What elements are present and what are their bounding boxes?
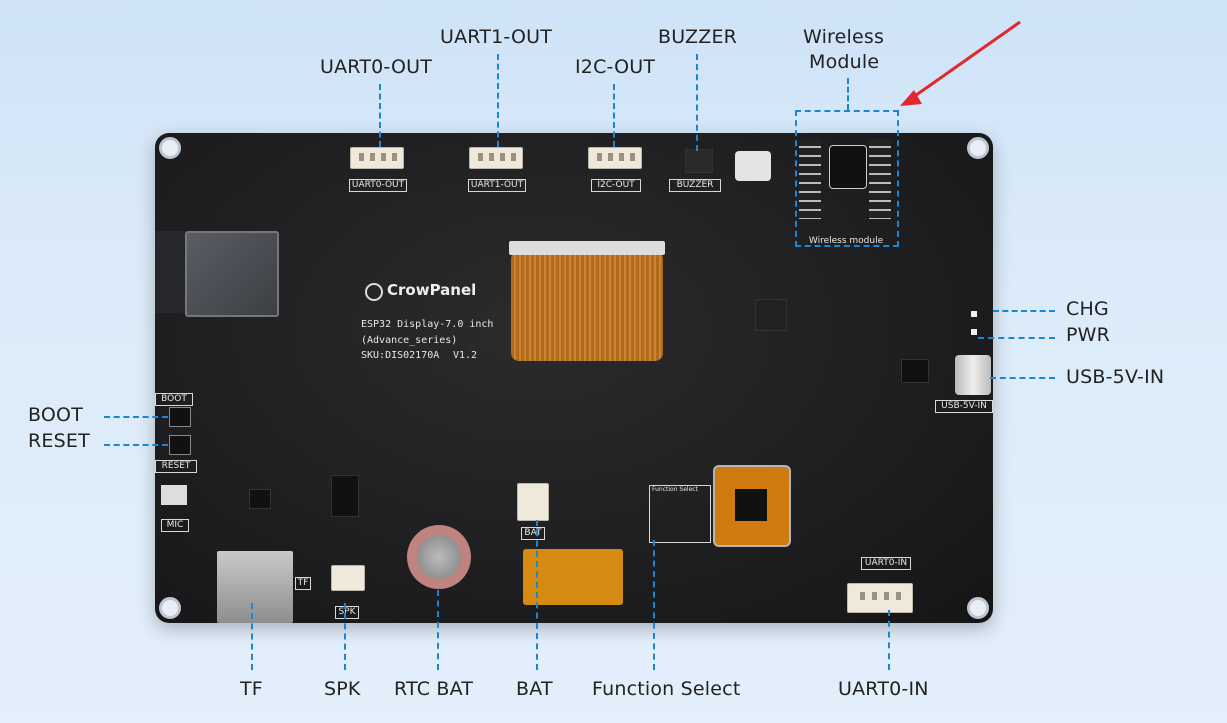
leader-wireless [847, 78, 849, 110]
mounting-hole [159, 137, 181, 159]
mounting-hole [159, 597, 181, 619]
leader-i2c-out [613, 84, 615, 147]
leader-chg [993, 310, 1055, 312]
ic-chip [331, 475, 359, 517]
label-usb: USB-5V-IN [1066, 366, 1165, 388]
silk-boot: BOOT [155, 393, 193, 406]
board-version: V1.2 [453, 350, 478, 361]
leader-reset [104, 444, 168, 446]
label-function-select: Function Select [592, 678, 741, 700]
leader-boot [104, 416, 168, 418]
mounting-hole [967, 137, 989, 159]
boot-button [169, 407, 191, 427]
label-uart1-out: UART1-OUT [440, 26, 553, 48]
silk-uart1-out: UART1-OUT [468, 179, 526, 192]
silk-wireless: Wireless module [808, 236, 884, 246]
label-boot: BOOT [28, 404, 84, 426]
leader-usb [990, 377, 1055, 379]
esp32-module [185, 231, 279, 317]
fpc-connector [509, 241, 665, 255]
chg-led [971, 311, 977, 317]
leader-buzzer [696, 54, 698, 151]
buzzer-component [685, 149, 713, 173]
board-model-line2: (Advance_series) [361, 335, 458, 346]
label-wireless-line2: Module [809, 51, 880, 73]
silk-bat: BAT [521, 527, 545, 540]
label-tf: TF [240, 678, 263, 700]
leader-pwr [978, 337, 1055, 339]
uart1-out-connector [469, 147, 523, 169]
label-chg: CHG [1066, 298, 1109, 320]
silk-spk: SPK [335, 606, 359, 619]
battery-switch [735, 151, 771, 181]
silk-uart0-in: UART0-IN [861, 557, 911, 570]
mounting-hole [967, 597, 989, 619]
label-rtc-bat: RTC BAT [394, 678, 474, 700]
leader-uart0-out [379, 84, 381, 147]
ic-chip [901, 359, 929, 383]
label-spk: SPK [324, 678, 361, 700]
uart0-in-connector [847, 583, 913, 613]
leader-uart0-in [888, 610, 890, 670]
bat-connector [517, 483, 549, 521]
label-pwr: PWR [1066, 324, 1111, 346]
crowpanel-logo-icon [365, 283, 383, 301]
label-buzzer: BUZZER [658, 26, 738, 48]
label-uart0-out: UART0-OUT [320, 56, 433, 78]
board-sku: SKU:DIS02170A [361, 350, 440, 361]
leader-function-select [653, 540, 655, 670]
antenna-area [155, 231, 185, 313]
wireless-module-socket [797, 137, 893, 221]
pcb-board: UART0-OUT UART1-OUT I2C-OUT BUZZER Wirel… [155, 133, 993, 623]
coin-cell-battery [417, 535, 461, 579]
silk-i2c-out: I2C-OUT [591, 179, 641, 192]
function-select-jumper-area [523, 549, 623, 605]
silk-tf: TF [295, 577, 311, 590]
silk-uart0-out: UART0-OUT [349, 179, 407, 192]
leader-spk [344, 603, 346, 670]
wireless-highlight-box [795, 110, 899, 247]
leader-tf [251, 603, 253, 670]
label-bat: BAT [516, 678, 553, 700]
leader-bat [536, 520, 538, 670]
label-uart0-in: UART0-IN [838, 678, 929, 700]
silk-reset: RESET [155, 460, 197, 473]
label-reset: RESET [28, 430, 90, 452]
fpc-ribbon-cable [511, 251, 663, 361]
reset-button [169, 435, 191, 455]
leader-rtc-bat [437, 590, 439, 670]
uart0-out-connector [350, 147, 404, 169]
label-wireless-line1: Wireless [803, 26, 885, 48]
ic-chip [249, 489, 271, 509]
leader-uart1-out [497, 54, 499, 147]
ic-chip [755, 299, 787, 331]
i2c-out-connector [588, 147, 642, 169]
pwr-led [971, 329, 977, 335]
spk-connector [331, 565, 365, 591]
silk-usb: USB-5V-IN [935, 400, 993, 413]
usb-c-port [955, 355, 991, 395]
silk-function-select-table: Function Select [649, 485, 711, 543]
board-model-line1: ESP32 Display-7.0 inch [361, 319, 494, 330]
microphone [161, 485, 187, 505]
silk-mic: MIC [161, 519, 189, 532]
label-i2c-out: I2C-OUT [575, 56, 656, 78]
touch-controller-chip [713, 465, 791, 547]
brand-name: CrowPanel [387, 281, 477, 299]
tf-card-slot [217, 551, 293, 623]
red-arrow-icon [900, 20, 1021, 106]
silk-buzzer: BUZZER [669, 179, 721, 192]
